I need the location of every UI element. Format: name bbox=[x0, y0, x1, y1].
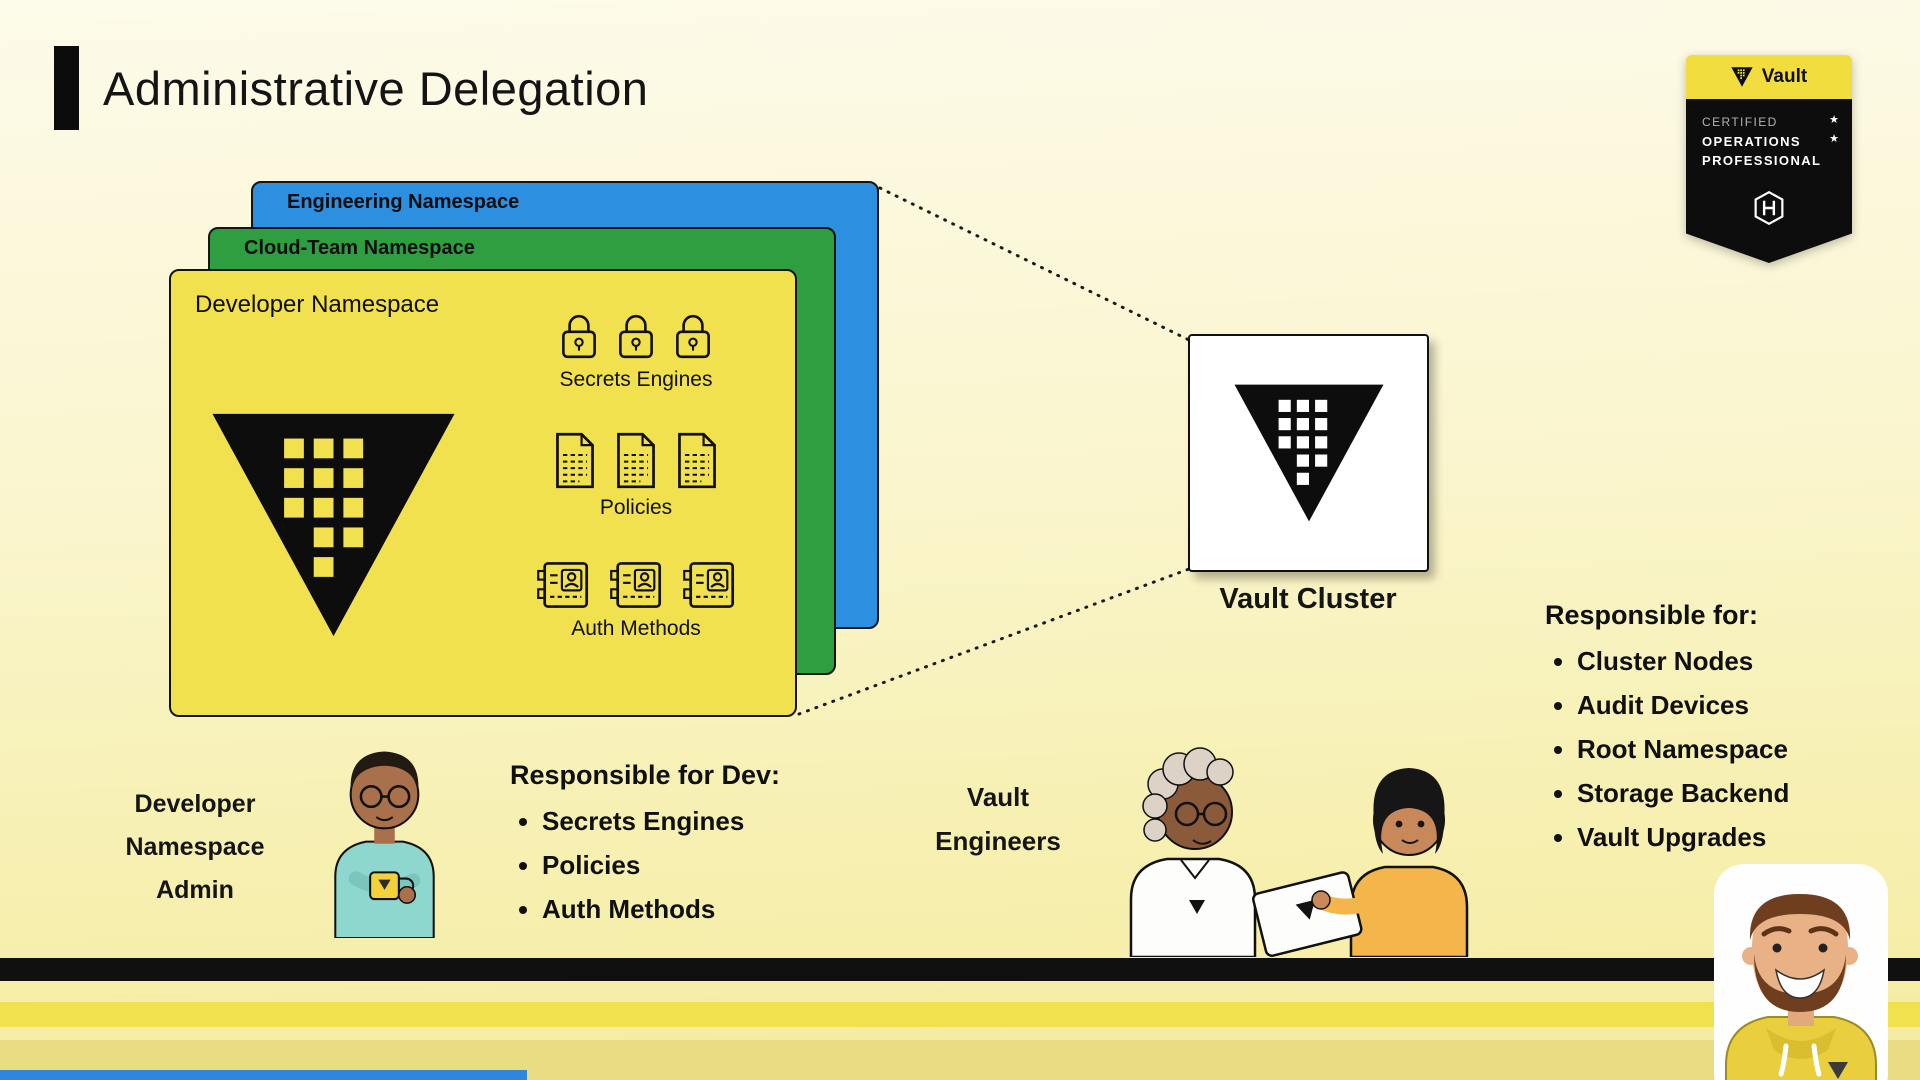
engineers-responsibilities: Responsible for: Cluster Nodes Audit Dev… bbox=[1545, 600, 1789, 859]
namespace-card-developer: Developer Namespace bbox=[169, 269, 797, 717]
vault-triangle-logo-icon bbox=[1731, 67, 1753, 87]
vault-cluster-label: Vault Cluster bbox=[1219, 583, 1397, 615]
instructor-illustration bbox=[1714, 864, 1888, 1080]
header: Administrative Delegation bbox=[54, 46, 648, 130]
page-title: Administrative Delegation bbox=[103, 61, 649, 115]
admin-name-line: Developer bbox=[134, 790, 256, 818]
list-item: Policies bbox=[542, 843, 780, 887]
auth-methods-group: Auth Methods bbox=[535, 560, 737, 641]
list-item: Cluster Nodes bbox=[1577, 639, 1789, 683]
badge-brand-label: Vault bbox=[1761, 66, 1808, 87]
developer-namespace-admin-label: Developer Namespace Admin bbox=[95, 783, 295, 912]
engineers-name-line: Engineers bbox=[935, 826, 1061, 856]
policy-document-icon bbox=[556, 432, 594, 489]
cloud-team-namespace-label: Cloud-Team Namespace bbox=[244, 237, 475, 259]
star-icon: ★ bbox=[1829, 114, 1839, 126]
policy-document-icon bbox=[617, 432, 655, 489]
auth-methods-label: Auth Methods bbox=[571, 617, 701, 640]
star-icon: ★ bbox=[1829, 133, 1839, 145]
vault-triangle-logo bbox=[212, 413, 455, 637]
list-item: Audit Devices bbox=[1577, 683, 1789, 727]
engineers-name-line: Vault bbox=[966, 782, 1030, 812]
padlock-icon bbox=[676, 314, 710, 359]
vault-triangle-logo bbox=[1234, 384, 1383, 522]
auth-id-card-icon bbox=[683, 562, 735, 608]
video-progress-bar[interactable] bbox=[0, 1070, 527, 1080]
auth-id-card-icon bbox=[610, 562, 662, 608]
footer-yellow-stripe bbox=[0, 1002, 1920, 1027]
admin-name-line: Namespace bbox=[125, 833, 265, 861]
policies-group: Policies bbox=[553, 432, 719, 520]
secrets-engines-label: Secrets Engines bbox=[559, 368, 713, 391]
policy-icon-row bbox=[553, 432, 719, 489]
title-accent-bar bbox=[54, 46, 79, 130]
admin-resp-title: Responsible for Dev: bbox=[510, 760, 781, 790]
vault-certification-badge: Vault CERTIFIED OPERATIONS PROFESSIONAL … bbox=[1686, 55, 1852, 263]
auth-id-card-icon bbox=[537, 562, 589, 608]
policy-document-icon bbox=[678, 432, 716, 489]
admin-resp-list: Secrets Engines Policies Auth Methods bbox=[510, 799, 780, 931]
auth-icon-row bbox=[535, 560, 737, 610]
badge-operations-label: OPERATIONS bbox=[1702, 134, 1801, 149]
engineers-resp-list: Cluster Nodes Audit Devices Root Namespa… bbox=[1545, 639, 1789, 859]
list-item: Root Namespace bbox=[1577, 727, 1789, 771]
admin-person-illustration bbox=[334, 751, 435, 938]
developer-namespace-label: Developer Namespace bbox=[195, 291, 440, 318]
admin-name-line: Admin bbox=[156, 876, 234, 904]
badge-body: CERTIFIED OPERATIONS PROFESSIONAL ★ ★ bbox=[1686, 99, 1852, 263]
padlock-icon-row bbox=[559, 311, 713, 361]
engineers-resp-title: Responsible for: bbox=[1545, 600, 1759, 630]
padlock-icon bbox=[619, 314, 653, 359]
admin-responsibilities: Responsible for Dev: Secrets Engines Pol… bbox=[510, 760, 780, 931]
policies-label: Policies bbox=[599, 496, 673, 519]
footer-black-stripe bbox=[0, 958, 1920, 981]
padlock-icon bbox=[562, 314, 596, 359]
hashicorp-h-logo-icon bbox=[1754, 191, 1784, 225]
list-item: Auth Methods bbox=[542, 887, 780, 931]
badge-professional-label: PROFESSIONAL bbox=[1702, 153, 1822, 168]
badge-header: Vault bbox=[1686, 55, 1852, 99]
secrets-engines-group: Secrets Engines bbox=[559, 311, 713, 392]
list-item: Storage Backend bbox=[1577, 771, 1789, 815]
list-item: Vault Upgrades bbox=[1577, 815, 1789, 859]
vault-engineers-label: Vault Engineers bbox=[900, 775, 1096, 863]
namespace-contents: Secrets Engines bbox=[509, 311, 763, 641]
engineering-namespace-label: Engineering Namespace bbox=[287, 191, 520, 213]
vault-cluster-box bbox=[1188, 334, 1429, 572]
vault-engineers-illustration bbox=[1129, 747, 1469, 957]
list-item: Secrets Engines bbox=[542, 799, 780, 843]
badge-certified-label: CERTIFIED bbox=[1702, 115, 1778, 129]
